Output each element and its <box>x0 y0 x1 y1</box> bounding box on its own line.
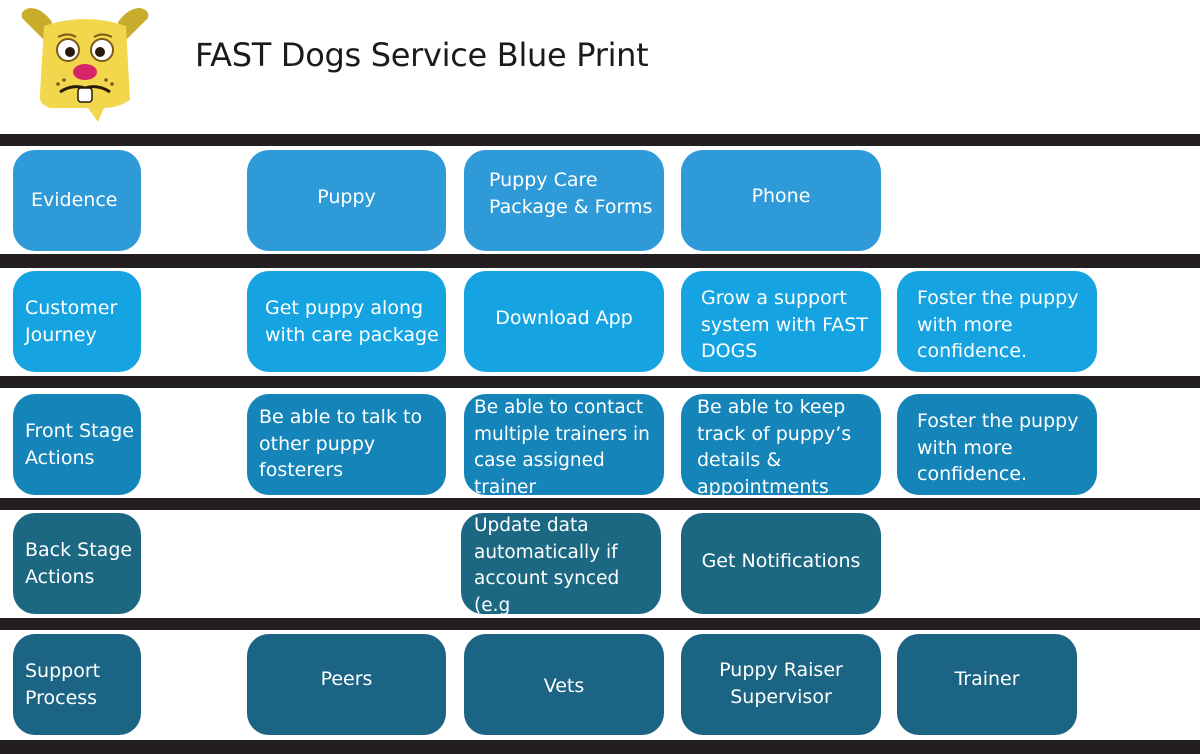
evidence-card-care-package: Puppy Care Package & Forms <box>464 150 664 251</box>
front-card-talk-fosterers: Be able to talk to other puppy fosterers <box>247 394 446 495</box>
band-divider <box>0 740 1200 754</box>
row-label-back-stage: Back Stage Actions <box>13 513 141 614</box>
support-card-trainer: Trainer <box>897 634 1077 735</box>
support-card-supervisor: Puppy Raiser Supervisor <box>681 634 881 735</box>
row-label-support-process: Support Process <box>13 634 141 735</box>
row-label-customer-journey: Customer Journey <box>13 271 141 372</box>
band-divider <box>0 376 1200 388</box>
row-label-evidence: Evidence <box>13 150 141 251</box>
evidence-card-phone: Phone <box>681 150 881 251</box>
journey-card-download-app: Download App <box>464 271 664 372</box>
page-title: FAST Dogs Service Blue Print <box>195 36 649 74</box>
evidence-card-puppy: Puppy <box>247 150 446 251</box>
front-card-foster-confidence: Foster the puppy with more confidence. <box>897 394 1097 495</box>
band-divider <box>0 498 1200 510</box>
front-card-contact-trainers: Be able to contact multiple trainers in … <box>464 394 664 495</box>
support-card-peers: Peers <box>247 634 446 735</box>
back-card-notifications: Get Notifications <box>681 513 881 614</box>
journey-card-foster-confidence: Foster the puppy with more confidence. <box>897 271 1097 372</box>
front-card-track-details: Be able to keep track of puppy’s details… <box>681 394 881 495</box>
journey-card-support-system: Grow a support system with FAST DOGS <box>681 271 881 372</box>
back-card-update-data: Update data automatically if account syn… <box>461 513 661 614</box>
row-label-front-stage: Front Stage Actions <box>13 394 141 495</box>
support-card-vets: Vets <box>464 634 664 735</box>
band-divider <box>0 618 1200 630</box>
band-divider <box>0 254 1200 268</box>
fast-dogs-logo-icon <box>21 8 149 122</box>
journey-card-get-puppy: Get puppy along with care package <box>247 271 446 372</box>
band-divider <box>0 134 1200 146</box>
